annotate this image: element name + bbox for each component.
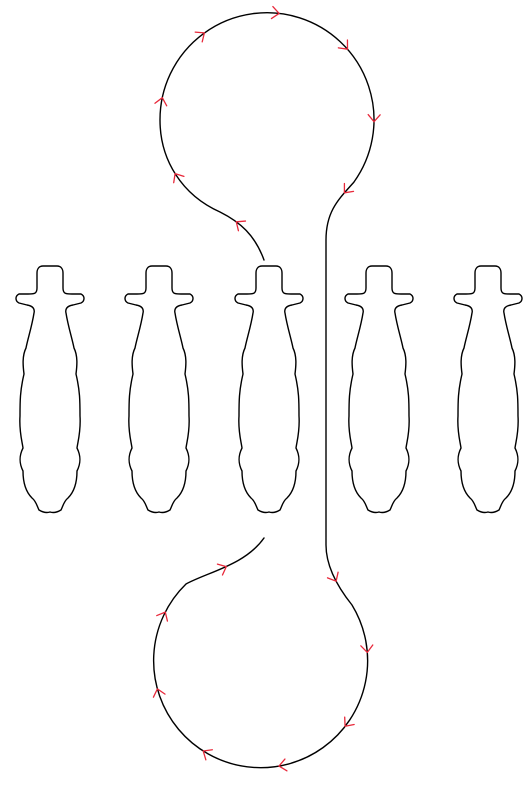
figure-row xyxy=(15,265,523,514)
chevron-arrow-icon xyxy=(278,758,288,772)
chevron-arrow-icon xyxy=(235,220,247,232)
chevron-arrow-icon xyxy=(156,611,169,622)
chevron-arrow-icon xyxy=(360,644,374,654)
chevron-arrow-icon xyxy=(152,688,166,698)
chevron-arrow-icon xyxy=(202,749,213,761)
bollard-figure-icon xyxy=(453,265,523,514)
bollard-figure-icon xyxy=(15,265,85,514)
bollard-figure-icon xyxy=(344,265,414,514)
chevron-arrow-icon xyxy=(343,182,355,194)
chevron-arrow-icon xyxy=(154,97,168,107)
chevron-arrow-icon xyxy=(270,5,280,20)
chevron-arrow-icon xyxy=(173,172,185,184)
path-line-group xyxy=(152,12,375,769)
chevron-arrow-icon xyxy=(326,571,339,582)
chevron-arrow-icon xyxy=(344,716,355,727)
chevron-arrow-icon xyxy=(337,39,349,50)
bollard-figure-icon xyxy=(234,265,304,514)
direction-arrows xyxy=(152,5,381,772)
chevron-arrow-icon xyxy=(216,563,227,576)
chevron-arrow-icon xyxy=(367,113,381,123)
bollard-figure-icon xyxy=(124,265,194,514)
upper-loop-path xyxy=(152,12,375,769)
chevron-arrow-icon xyxy=(194,31,206,43)
